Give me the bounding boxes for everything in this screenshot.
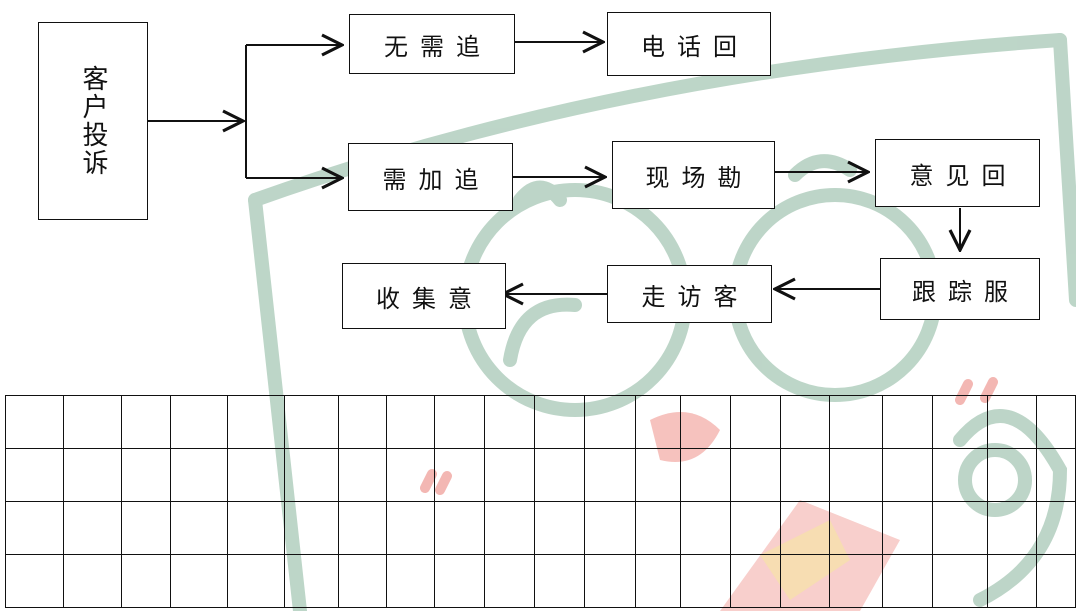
node-customer-complaint: 客户投诉 (38, 22, 148, 220)
node-opinion-reply: 意见回 (875, 139, 1040, 207)
writing-grid (5, 395, 1076, 608)
node-phone-reply: 电话回 (607, 12, 771, 76)
node-tracking-service: 跟踪服 (880, 258, 1040, 320)
grid-row (5, 448, 1076, 502)
node-collect-opinions: 收集意 (342, 263, 506, 329)
grid-row (5, 395, 1076, 449)
node-visit-customer: 走访客 (607, 265, 772, 323)
grid-row (5, 501, 1076, 555)
node-site-survey: 现场勘 (612, 141, 775, 209)
node-no-follow-up: 无需追 (349, 14, 515, 74)
grid-row (5, 554, 1076, 608)
node-extra-follow-up: 需加追 (348, 143, 513, 211)
